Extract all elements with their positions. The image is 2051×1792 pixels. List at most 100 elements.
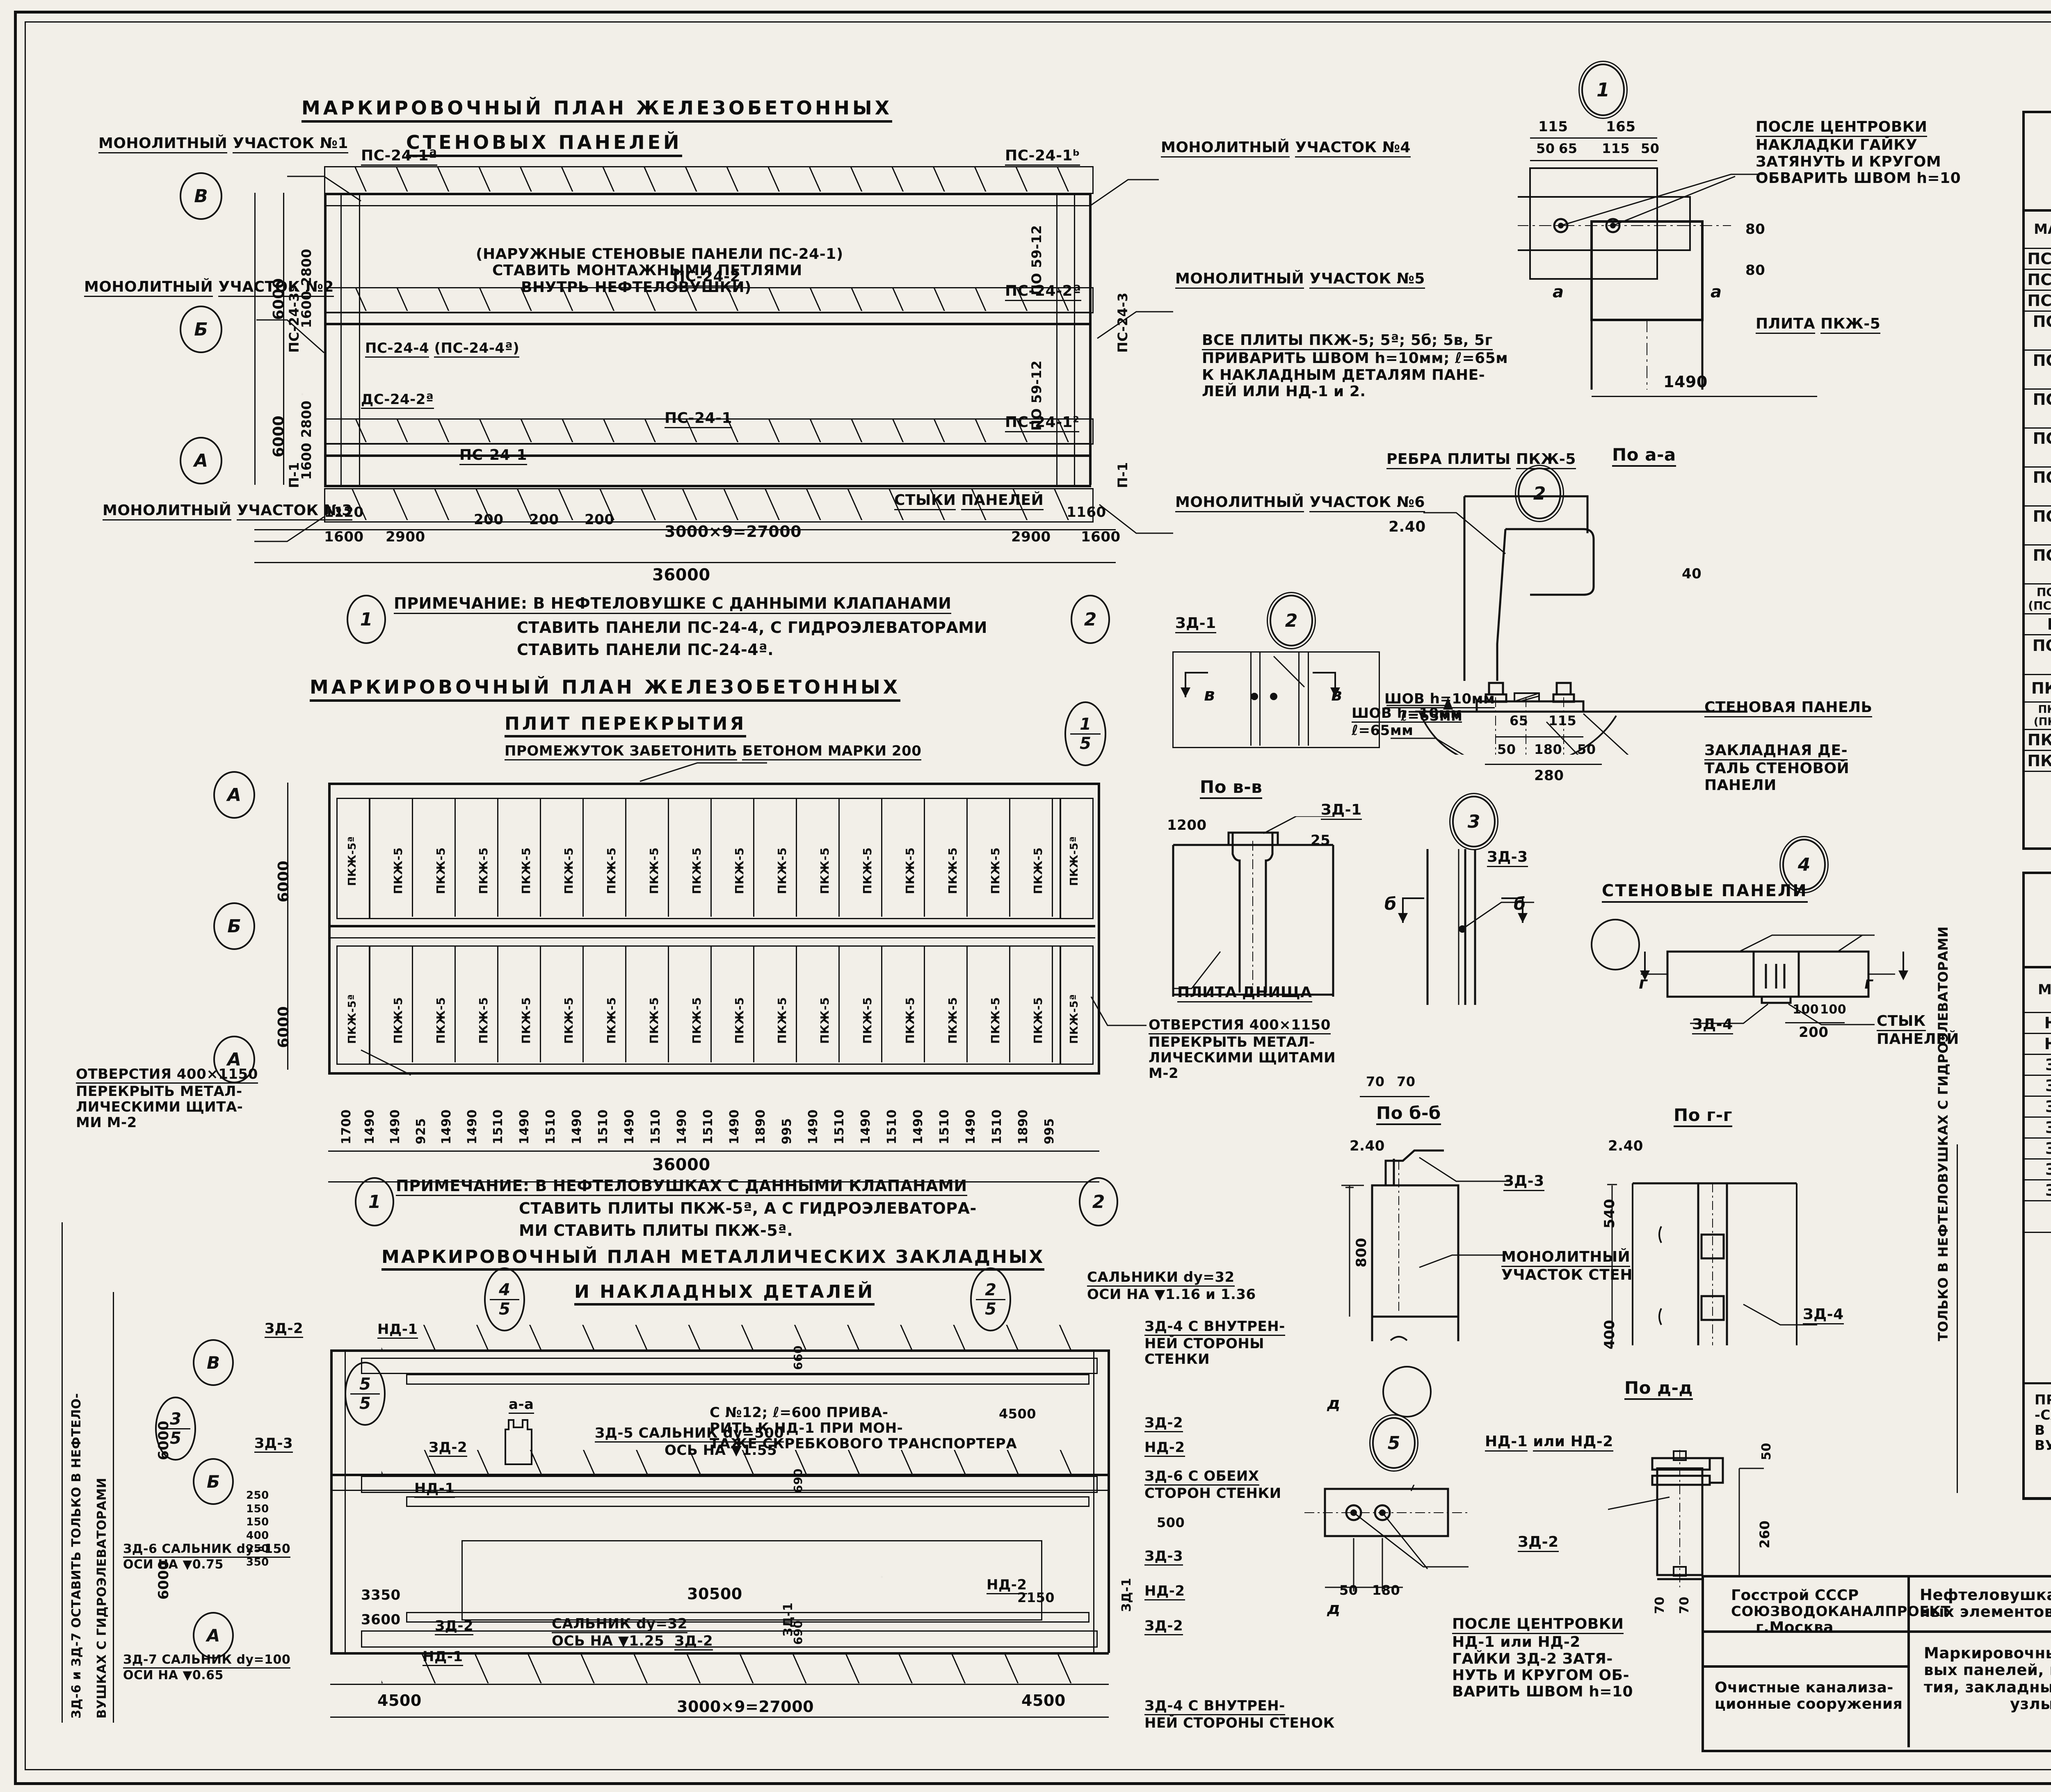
detail1-dimline-1 <box>1530 137 1657 139</box>
cell-mark: ПС-24-2ª <box>2022 505 2051 546</box>
plan2-mark-edge-tr: ПКЖ-5ª <box>1068 836 1080 886</box>
plan2-outline <box>328 783 1100 1075</box>
plan1-mark-ds24-2a: ДС-24-2ª <box>361 392 434 409</box>
plan3-mark-nd2-right: НД-2 <box>1144 1440 1185 1457</box>
detail4-mark: ЗД-1 <box>1321 801 1362 820</box>
table-row: ПКЖ-5ᵛ21,42,8 <box>2022 750 2051 772</box>
detail9-title: По д-д <box>1624 1378 1693 1400</box>
plan3-dim-4500-mid: 4500 <box>999 1406 1037 1422</box>
cell-mark: ЗД-5 <box>2022 1137 2051 1160</box>
plan2-dimline-v <box>287 783 288 1070</box>
detail1-slab-label: ПЛИТА ПКЖ-5 <box>1756 315 1881 334</box>
detail8-elev: 2.40 <box>1608 1138 1643 1154</box>
table-row: ПКЖ-5ª (ПКЖ-5ᵍ)21,42,8 СЕРИЯПК-01-111ИАЛ… <box>2022 701 2051 730</box>
plan1-monolith-1: МОНОЛИТНЫЙ УЧАСТОК №1 <box>98 135 348 154</box>
plan1-vmark-po59-1: ПО 59-12 <box>1029 225 1044 295</box>
plan3-panels-top <box>381 1325 1091 1350</box>
detail9-mark-nd: НД-1 или НД-2 <box>1485 1433 1613 1452</box>
table-row: ПС-24-2ᵇ12,42,4 <box>2022 544 2051 584</box>
table-row: ЗД-72—8,316,6 <box>2022 1179 2051 1201</box>
left-margin-bracket2 <box>113 1292 114 1723</box>
title-block-org: Госстрой СССР СОЮЗВОДОКАНАЛПРОЕКТ г.Моск… <box>1731 1587 1951 1636</box>
detail7-balloon-empty <box>1591 919 1640 970</box>
plan3-section-aa-detail <box>505 1419 532 1465</box>
plan1-dim-6000-1: 6000 <box>270 278 287 320</box>
detail1-dim-50a: 50 <box>1536 141 1555 156</box>
table-row: ЗД-34—43,2172,8 <box>2022 1096 2051 1118</box>
plan2-mid-wall <box>328 925 1095 927</box>
plan3-wall-top <box>330 1349 1109 1352</box>
plan3-wall-mid <box>330 1474 1109 1476</box>
left-margin-bracket1 <box>62 1222 63 1723</box>
plan2-mark-edge-bl: ПКЖ-5ª <box>346 994 359 1044</box>
cell-mark: ПС-24-1 <box>2022 248 2051 270</box>
plan1-weld-note: ВСЕ ПЛИТЫ ПКЖ-5; 5ª; 5б; 5в, 5г ПРИВАРИТ… <box>1202 332 1508 400</box>
plan3-section-aa-label: а-а <box>509 1397 534 1414</box>
detail9-letter-bottom: д <box>1327 1599 1341 1618</box>
cell-mark: НД-1 <box>2022 1012 2051 1034</box>
detail1-section-a-right: а <box>1711 283 1722 301</box>
plan2-mark-edge-br: ПКЖ-5ª <box>1068 994 1080 1044</box>
plan1-joints-label: СТЫКИ ПАНЕЛЕЙ <box>894 492 1044 511</box>
plan1-title-line1: МАРКИРОВОЧНЫЙ ПЛАН ЖЕЛЕЗОБЕТОННЫХ <box>301 97 893 123</box>
plan1-wall-bottom <box>324 485 1091 487</box>
detail1-dim-80b: 80 <box>1745 262 1766 279</box>
plan3-inner-box <box>461 1540 1042 1621</box>
table-row: ПС-24-1²12,42,4 <box>2022 466 2051 507</box>
plan1-mark-ps24-1-low: ПС-24-1 <box>459 447 528 466</box>
plan1-dim-1600a: 1600 <box>324 529 364 545</box>
plan2-concrete-note: ПРОМЕЖУТОК ЗАБЕТОНИТЬ БЕТОНОМ МАРКИ 200 <box>505 743 922 761</box>
detail7-dimline <box>1785 1022 1845 1023</box>
plan3-axis-b: Б <box>193 1458 234 1505</box>
detail2-embedded-label: ЗАКЛАДНАЯ ДЕ- ТАЛЬ СТЕНОВОЙ ПАНЕЛИ <box>1704 742 1850 794</box>
table-row: ПС-24-1ª12,42,4 <box>2022 349 2051 390</box>
cell-mark: ПКЖ-5ᵛ <box>2022 750 2051 772</box>
plan3-strip-1 <box>361 1358 1098 1374</box>
table-row: ПС-24-1182,443,2 АЛЬБОМ IIIЛИСТЫ АС-1,2,… <box>2022 248 2051 270</box>
table-metal-note-box <box>2022 1382 2051 1499</box>
detail7-joint-label: СТЫК ПАНЕЛЕЙ <box>1877 1013 1959 1048</box>
plan3-mark-zd2-b: ЗД-2 <box>429 1440 468 1457</box>
title-block-v1 <box>1907 1575 1910 1747</box>
plan1-monolith-5: МОНОЛИТНЫЙ УЧАСТОК №5 <box>1175 270 1425 289</box>
cell-mark: ЗД-4 <box>2022 1116 2051 1139</box>
plan1-vmark-po59-2: ПО 59-12 <box>1029 360 1044 431</box>
plan1-dim-1600b: 1600 <box>1081 529 1121 545</box>
plan1-dim-2800-1600a: 1600 2800 <box>299 249 314 328</box>
plan1-note-balloon: 1 <box>347 595 386 644</box>
cell-mark: ПС-24-1² <box>2022 466 2051 507</box>
plan1-dimline-h1 <box>254 529 1116 530</box>
detail1-dim-1490: 1490 <box>1663 373 1708 391</box>
detail9-dim-70b: 70 <box>1677 1596 1692 1614</box>
plan1-dim-200b: 200 <box>529 511 559 528</box>
plan1-mark-ps24-12: ПС-24-1² <box>1005 414 1080 433</box>
table-row: П-121,32,6 <box>2022 613 2051 635</box>
detail9-note: ПОСЛЕ ЦЕНТРОВКИ НД-1 или НД-2 ГАЙКИ ЗД-2… <box>1452 1616 1633 1701</box>
detail3-balloon: 2 <box>1270 595 1313 646</box>
table-metal-note: ПРИМЕЧАНИЕ: ЗАКЛАДНЫЕ ДЕТАЛИ- -САЛЬНИКИ … <box>2035 1392 2051 1453</box>
plan2-slabs-top <box>369 798 1058 917</box>
detail1-dim-165: 165 <box>1606 119 1636 135</box>
plan3-mark-zd1-v2: ЗД-1 <box>1119 1577 1134 1612</box>
plan3-endwall-left <box>330 1349 333 1653</box>
detail2-dim-180: 180 <box>1534 742 1562 757</box>
cell-mark: ПКЖ-5ᵇ <box>2022 729 2051 751</box>
detail1-note: ПОСЛЕ ЦЕНТРОВКИ НАКЛАДКИ ГАЙКУ ЗАТЯНУТЬ … <box>1756 119 1961 187</box>
plan3-strip-2b <box>406 1496 1089 1507</box>
detail2-ribs-label: РЕБРА ПЛИТЫ ПКЖ-5 <box>1386 451 1576 470</box>
plan1-vmark-p1-right: П-1 <box>1115 462 1131 488</box>
table-row: ПС-24-3ª22,44,8 <box>2022 310 2051 351</box>
detail6-dimline-top <box>1360 1096 1430 1097</box>
plan1-endwall-left2 <box>340 193 342 485</box>
table-rc-caption-2: ОТПРАВОЧНЫХ МАРОК <box>2022 153 2051 171</box>
detail5-balloon: 3 <box>1452 796 1496 847</box>
plan1-monolith-6: МОНОЛИТНЫЙ УЧАСТОК №6 <box>1175 494 1425 513</box>
plan1-endwall-right <box>1089 193 1092 485</box>
plan2-axis-a-bottom: А <box>213 1036 255 1083</box>
plan3-dim-30500: 30500 <box>687 1585 742 1603</box>
table-row: НД-13—86,6259,8 АЛЬБОМ IIЛИСТЫАС-15 <box>2022 1012 2051 1034</box>
plan1-panels-mid <box>324 287 1091 311</box>
detail3-mark: ЗД-1 <box>1175 615 1216 634</box>
